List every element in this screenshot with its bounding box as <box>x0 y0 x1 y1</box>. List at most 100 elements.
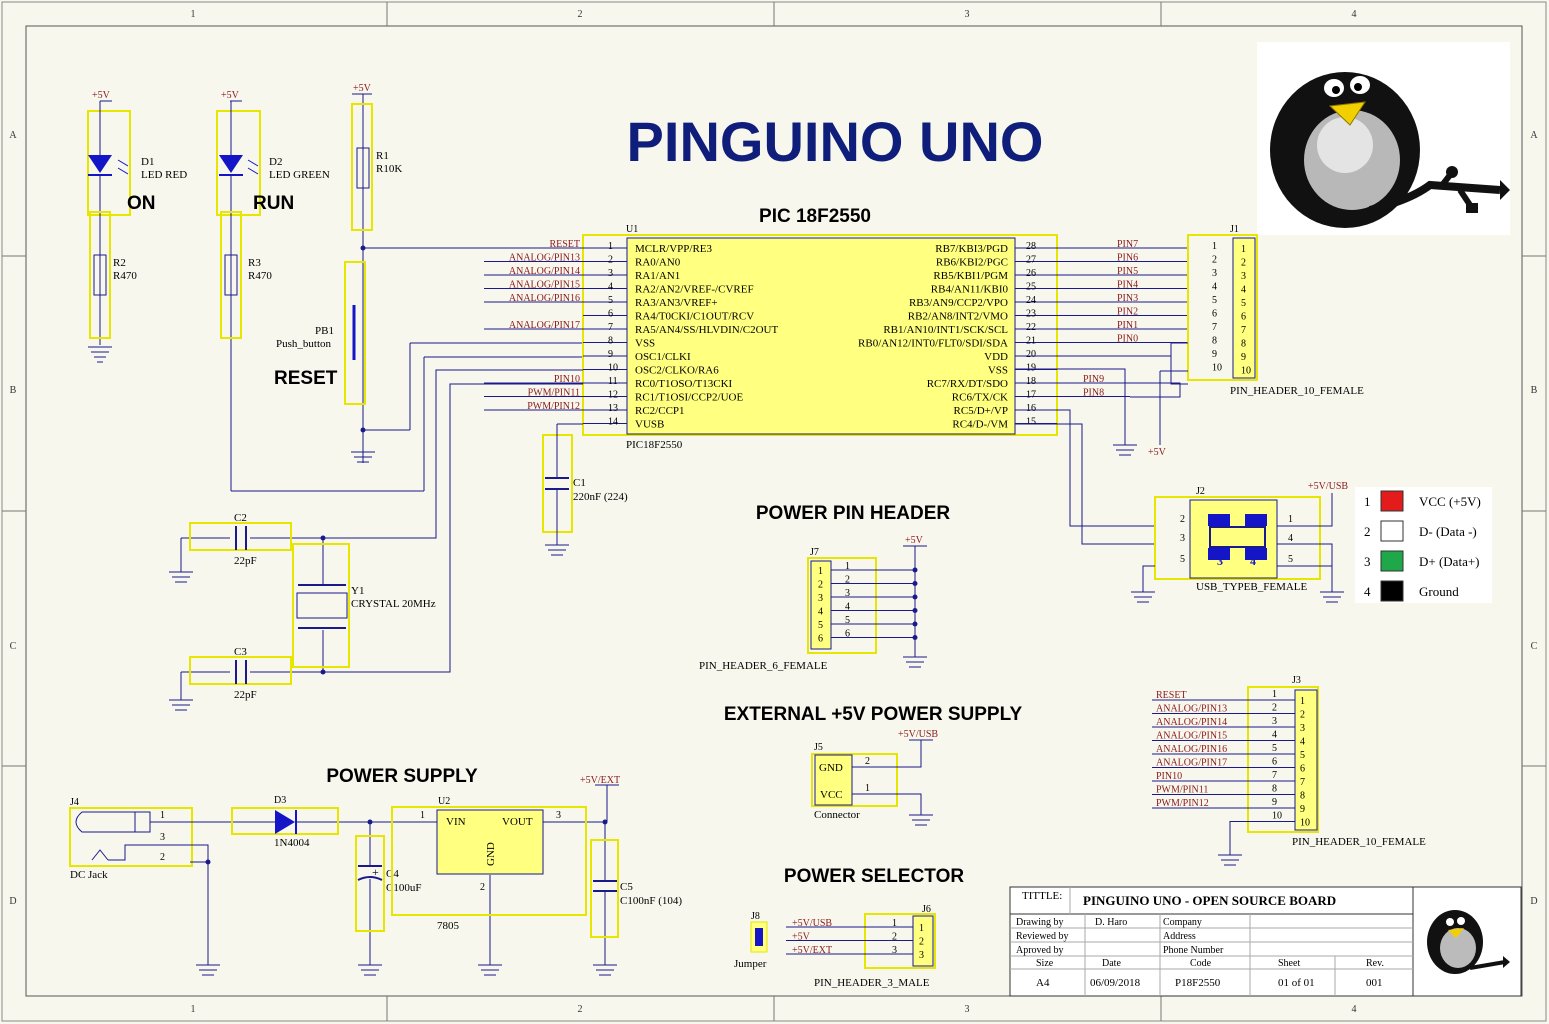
page-title: PINGUINO UNO <box>627 110 1044 173</box>
usb-legend-swatch <box>1380 520 1404 542</box>
power-supply-circuit: J4 1 3 2 DC Jack +5V/EXT D3 <box>69 775 682 976</box>
j1-pin-number: 10 <box>1212 363 1222 374</box>
j5-pin-gnd: GND <box>819 762 843 774</box>
j3-pin-label: 5 <box>1300 750 1305 761</box>
net-label: PIN0 <box>1117 334 1138 345</box>
tb-size: A4 <box>1036 977 1050 989</box>
j3-header: J3 11RESET22ANALOG/PIN1333ANALOG/PIN1444… <box>1152 675 1426 866</box>
j1-pin-number: 8 <box>1212 336 1217 347</box>
u1-pin-name: RC1/T1OSI/CCP2/UOE <box>635 392 743 404</box>
u1-pin-number: 9 <box>608 349 613 360</box>
j7-pin-label: 3 <box>845 588 850 599</box>
u1-pin-name: RB5/KBI1/PGM <box>933 270 1008 282</box>
grid-row-left-a: A <box>9 130 17 141</box>
j6-label: PIN_HEADER_3_MALE <box>814 977 930 989</box>
j1-gnd <box>1113 444 1137 456</box>
j3-pin-label: 2 <box>1300 710 1305 721</box>
grid-col-bottom-1: 1 <box>191 1004 196 1015</box>
u1-pin-number: 1 <box>608 241 613 252</box>
net-label: ANALOG/PIN16 <box>509 293 580 304</box>
u1-j1-power-wires <box>1015 342 1188 445</box>
u1-part: PIC18F2550 <box>626 439 683 451</box>
c1-capacitor: C1 220nF (224) <box>542 423 628 556</box>
usb-inner-2: 2 <box>1218 512 1224 526</box>
j3-net-label: ANALOG/PIN13 <box>1156 704 1227 715</box>
j7-pin-label: 5 <box>845 615 850 626</box>
u1-pin-number: 15 <box>1026 417 1036 428</box>
j6-pin-number: 1 <box>892 918 897 929</box>
u1-pin-name: MCLR/VPP/RE3 <box>635 243 713 255</box>
j1-pin-label: 5 <box>1241 298 1246 309</box>
usb-legend-number: 1 <box>1364 494 1371 509</box>
j3-pin-number: 3 <box>1272 716 1277 727</box>
net-label: PWM/PIN11 <box>528 388 580 399</box>
j7-pin-number: 5 <box>818 620 823 631</box>
net-5v-d2: +5V <box>221 90 240 101</box>
u2-vout: VOUT <box>502 816 533 828</box>
j3-net-label: PIN10 <box>1156 771 1182 782</box>
c1-value: 220nF (224) <box>573 491 628 503</box>
j1-pin-number: 9 <box>1212 349 1217 360</box>
j7-label: PIN_HEADER_6_FEMALE <box>699 660 828 672</box>
net-label: ANALOG/PIN14 <box>509 266 580 277</box>
j3-pin-number: 10 <box>1272 811 1282 822</box>
c4-plus: + <box>372 865 379 879</box>
u1-pin-number: 10 <box>608 363 618 374</box>
u1-pin-name: RA5/AN4/SS/HLVDIN/C2OUT <box>635 324 779 336</box>
crystal-grounds <box>169 571 193 711</box>
grid-row-left-b: B <box>10 385 17 396</box>
usb-j2: J2 +5V/USB 2 1 3 4 2 3 5 1 4 5 USB_TYPEB… <box>1015 409 1348 603</box>
j3-net-label: ANALOG/PIN15 <box>1156 731 1227 742</box>
j3-pin-label: 4 <box>1300 737 1305 748</box>
section-power-supply: POWER SUPPLY <box>326 766 478 787</box>
u1-pin-number: 2 <box>608 255 613 266</box>
label-run: RUN <box>253 193 294 214</box>
j7-pin-number: 4 <box>818 607 823 618</box>
j3-pin-number: 1 <box>1272 689 1277 700</box>
d2-value: LED GREEN <box>269 169 330 181</box>
net-5v-d1: +5V <box>92 90 111 101</box>
section-ext-supply: EXTERNAL +5V POWER SUPPLY <box>724 704 1023 725</box>
u1-pin-name: RA4/T0CKI/C1OUT/RCV <box>635 311 754 323</box>
j3-pin-number: 9 <box>1272 797 1277 808</box>
section-pic: PIC 18F2550 <box>759 206 871 227</box>
section-power-header: POWER PIN HEADER <box>756 503 951 524</box>
net-label: PIN7 <box>1117 239 1138 250</box>
title-block-logo <box>1427 910 1510 974</box>
j1-pin-number: 5 <box>1212 295 1217 306</box>
net-label: PIN4 <box>1117 280 1138 291</box>
grid-col-bottom-2: 2 <box>578 1004 583 1015</box>
usb-legend-label: Ground <box>1419 584 1459 599</box>
j3-pin-number: 2 <box>1272 703 1277 714</box>
tb-phone-label: Phone Number <box>1163 945 1224 956</box>
j3-pin-label: 6 <box>1300 764 1305 775</box>
net-5v-j1: +5V <box>1148 447 1167 458</box>
j4-label: DC Jack <box>70 869 108 881</box>
r2-ref: R2 <box>113 257 126 269</box>
j3-pin-number: 6 <box>1272 757 1277 768</box>
u1-pin-number: 8 <box>608 336 613 347</box>
c5-value: C100nF (104) <box>620 895 682 907</box>
j2-pin-l2: 2 <box>1180 514 1185 525</box>
j4-ref: J4 <box>70 797 79 808</box>
j7-pin-label: 1 <box>845 561 850 572</box>
j1-pin-number: 1 <box>1212 241 1217 252</box>
u1-pin-number: 4 <box>608 282 613 293</box>
j6-pin-label: 1 <box>919 923 924 934</box>
u1-pin-name: RB4/AN11/KBI0 <box>931 284 1009 296</box>
r3-value: R470 <box>248 270 272 282</box>
j1-label: PIN_HEADER_10_FEMALE <box>1230 385 1364 397</box>
u1-pin-number: 7 <box>608 322 613 333</box>
u1-pin-name: RC0/T1OSO/T13CKI <box>635 378 733 390</box>
net-label: PIN8 <box>1083 388 1104 399</box>
u1-pin-number: 19 <box>1026 363 1036 374</box>
j3-net-label: ANALOG/PIN17 <box>1156 758 1227 769</box>
u1-pin-name: VDD <box>984 351 1008 363</box>
u1-pin-name: RA2/AN2/VREF-/CVREF <box>635 284 754 296</box>
j3-net-label: PWM/PIN12 <box>1156 798 1209 809</box>
j5-pin-vcc: VCC <box>820 789 843 801</box>
u1-pin-name: VSS <box>988 365 1008 377</box>
net-label: ANALOG/PIN15 <box>509 280 580 291</box>
